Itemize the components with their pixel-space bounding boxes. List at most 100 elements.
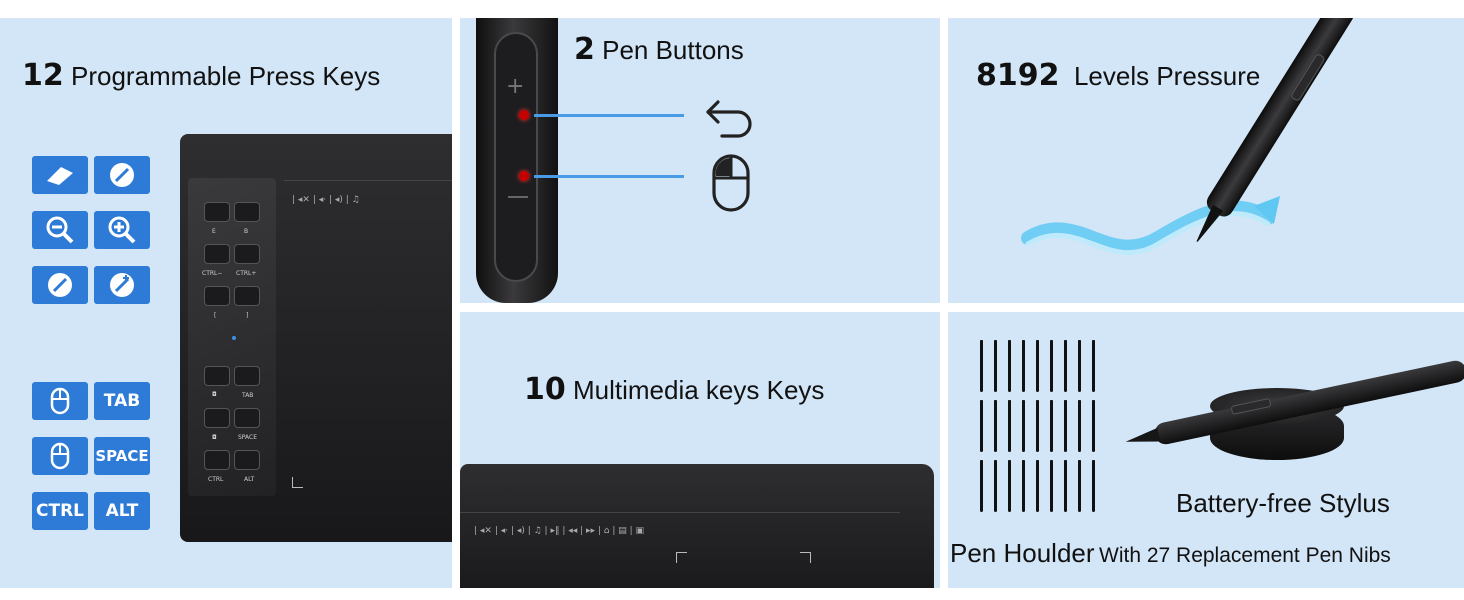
- pen-nib: [1064, 460, 1067, 512]
- pen-nib: [1078, 340, 1081, 392]
- key-label-space: SPACE: [238, 434, 258, 441]
- express-key: [204, 202, 230, 222]
- pressure-panel: 8192 Levels Pressure: [948, 18, 1464, 303]
- express-key: [234, 244, 260, 264]
- key-label-bracket-right: ]: [246, 312, 249, 319]
- pressure-wave-image: [1018, 188, 1318, 293]
- pen-nib: [1050, 400, 1053, 452]
- callout-line-upper: [534, 114, 684, 117]
- badge-alt: ALT: [94, 492, 150, 530]
- plus-icon: +: [506, 74, 525, 99]
- express-key: [204, 408, 230, 428]
- pen-button-lower-dot: [519, 171, 529, 181]
- pen-nib: [1036, 340, 1039, 392]
- badge-group-zoom: [32, 211, 152, 249]
- express-key: [234, 366, 260, 386]
- tablet-edge-image: | ◂✕ | ◂· | ◂) | ♫ | ▸‖ | ◂◂ | ▸▸ | ⌂ | …: [460, 464, 934, 588]
- pen-buttons-text: Pen Buttons: [602, 35, 744, 65]
- mouse-icon: ◘: [212, 434, 217, 441]
- pen-closeup-image: +: [476, 18, 558, 303]
- express-key: [234, 408, 260, 428]
- holder-caption-sub: With 27 Replacement Pen Nibs: [1099, 544, 1391, 567]
- stylus-tip: [1124, 428, 1160, 449]
- press-keys-text: Programmable Press Keys: [70, 61, 381, 91]
- callout-line-lower: [534, 175, 684, 178]
- undo-arrow-icon: [704, 94, 756, 143]
- badge-group-brush-size: [32, 266, 152, 304]
- pressure-number: 8192: [976, 58, 1060, 93]
- drawing-area: | ◂✕ | ◂· | ◂) | ♫: [284, 180, 452, 493]
- key-label-e: E: [212, 228, 216, 235]
- pen-nib: [1050, 340, 1053, 392]
- pen-nib: [1036, 400, 1039, 452]
- pen-nib: [1022, 460, 1025, 512]
- status-led: [232, 336, 236, 340]
- pen-nib: [1050, 460, 1053, 512]
- multimedia-number: 10: [524, 372, 566, 407]
- multimedia-panel: 10 Multimedia keys Keys | ◂✕ | ◂· | ◂) |…: [460, 312, 940, 588]
- multimedia-text: Multimedia keys Keys: [572, 375, 825, 405]
- pen-buttons-title: 2 Pen Buttons: [574, 32, 744, 67]
- key-label-ctrl-minus: CTRL−: [202, 270, 223, 277]
- pen-buttons-number: 2: [574, 32, 595, 67]
- pen-nib: [1036, 460, 1039, 512]
- mute-icon: | ◂✕ | ◂· | ◂) | ♫: [292, 195, 360, 205]
- pen-nib: [1092, 340, 1095, 392]
- key-label-bracket-left: [: [214, 312, 217, 319]
- mouse-icon: [32, 382, 88, 420]
- express-key: [234, 450, 260, 470]
- pen-nib: [1078, 460, 1081, 512]
- pressure-title: 8192 Levels Pressure: [976, 58, 1260, 93]
- pen-nib: [1008, 460, 1011, 512]
- pen-nib: [1064, 400, 1067, 452]
- pen-nib: [1092, 400, 1095, 452]
- brush-smaller-icon: [32, 266, 88, 304]
- mouse-icon: ◘: [212, 391, 217, 398]
- brush-icon: [94, 156, 150, 194]
- badge-ctrl: CTRL: [32, 492, 88, 530]
- pen-nib: [1078, 400, 1081, 452]
- holder-caption: Pen Houlder With 27 Replacement Pen Nibs: [950, 538, 1391, 569]
- minus-icon: [508, 196, 528, 198]
- badge-tab: TAB: [94, 382, 150, 420]
- stylus-caption: Battery-free Stylus: [1176, 488, 1390, 518]
- express-key: [204, 244, 230, 264]
- badge-group-tab: TAB: [32, 382, 152, 420]
- pen-buttons-panel: + 2 Pen Buttons: [460, 18, 940, 303]
- badge-space: SPACE: [94, 437, 150, 475]
- express-key: [204, 450, 230, 470]
- multimedia-key-strip: [460, 512, 900, 513]
- press-keys-title: 12 Programmable Press Keys: [22, 58, 380, 93]
- pen-nib: [980, 340, 983, 392]
- pen-nib: [1008, 400, 1011, 452]
- badge-group-space: SPACE: [32, 437, 152, 475]
- pen-nib: [1022, 400, 1025, 452]
- key-label-tab: TAB: [242, 392, 254, 399]
- mouse-icon: [32, 437, 88, 475]
- stylus-tip: [1192, 205, 1223, 245]
- key-label-ctrl: CTRL: [208, 476, 224, 483]
- key-label-alt: ALT: [244, 476, 255, 483]
- pen-nib: [1092, 460, 1095, 512]
- press-keys-number: 12: [22, 58, 64, 93]
- key-label-ctrl-plus: CTRL+: [236, 270, 257, 277]
- express-key: [204, 366, 230, 386]
- holder-panel: Battery-free Stylus Pen Houlder With 27 …: [948, 312, 1464, 588]
- multimedia-title: 10 Multimedia keys Keys: [524, 372, 824, 407]
- mouse-icon: [712, 154, 750, 219]
- nib-set-image: [980, 340, 1110, 520]
- pen-nib: [980, 460, 983, 512]
- active-area-corner: [800, 552, 811, 563]
- pen-nib: [1008, 340, 1011, 392]
- pen-nib: [994, 400, 997, 452]
- express-key: [204, 286, 230, 306]
- pen-nib: [994, 340, 997, 392]
- pen-nib: [1064, 340, 1067, 392]
- pen-nib: [994, 460, 997, 512]
- holder-caption-title: Pen Houlder: [950, 538, 1095, 568]
- tablet-image: E B CTRL− CTRL+ [ ] ◘ TAB ◘ SPACE CTRL A…: [180, 134, 452, 542]
- pen-button-housing: [494, 32, 538, 282]
- badge-group-ctrl-alt: CTRL ALT: [32, 492, 152, 530]
- express-key-strip: E B CTRL− CTRL+ [ ] ◘ TAB ◘ SPACE CTRL A…: [188, 178, 276, 496]
- pen-button-upper-dot: [519, 110, 529, 120]
